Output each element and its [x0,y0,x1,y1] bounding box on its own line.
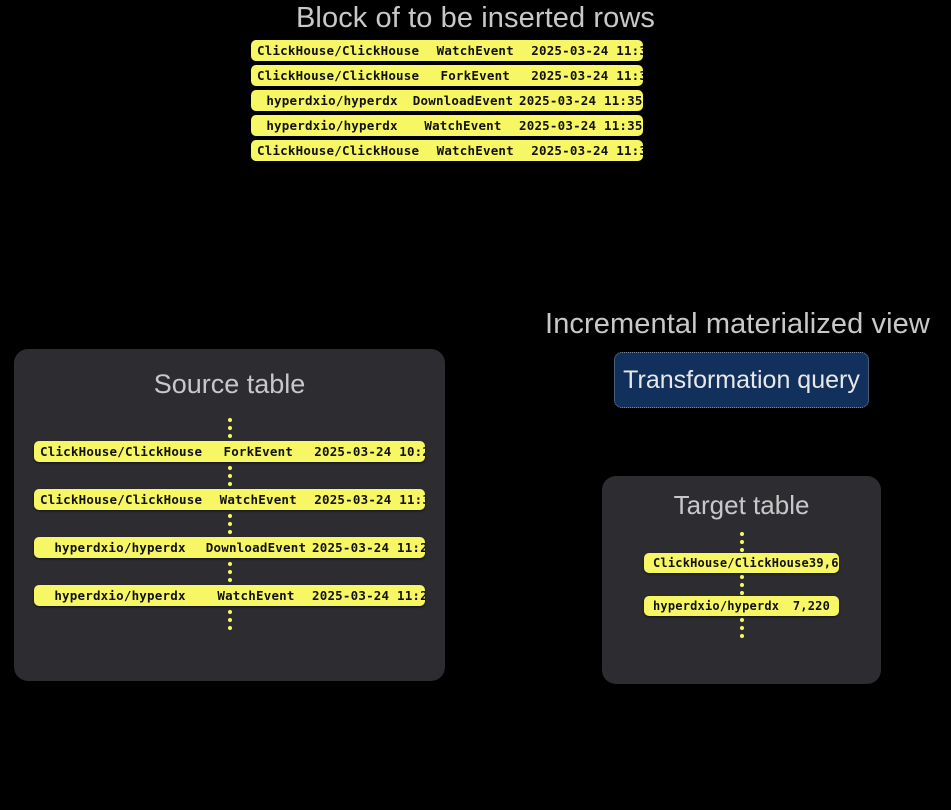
row-repository: ClickHouse/ClickHouse [257,43,420,58]
materialized-view-title: Incremental materialized view [545,308,930,340]
source-table-rows: ClickHouse/ClickHouse ForkEvent 2025-03-… [34,414,425,633]
table-row: ClickHouse/ClickHouse WatchEvent 2025-03… [251,140,643,161]
row-event-type: WatchEvent [436,43,514,58]
row-repository: hyperdxio/hyperdx [54,540,186,555]
row-repository: ClickHouse/ClickHouse [40,444,203,459]
row-timestamp: 2025-03-24 11:20:12 [312,540,425,555]
insert-block-rows: ClickHouse/ClickHouse WatchEvent 2025-03… [251,40,643,161]
table-row: hyperdxio/hyperdx DownloadEvent 2025-03-… [34,537,425,558]
vertical-ellipsis-icon [739,616,744,639]
target-table-title: Target table [673,490,810,520]
row-count: 39,640 [808,556,839,570]
row-event-type: WatchEvent [424,118,502,133]
row-event-type: WatchEvent [219,492,297,507]
vertical-ellipsis-icon [227,606,232,633]
table-row: hyperdxio/hyperdx WatchEvent 2025-03-24 … [34,585,425,606]
source-table-title: Source table [153,369,306,399]
row-event-type: WatchEvent [436,143,514,158]
table-row: ClickHouse/ClickHouse ForkEvent 2025-03-… [34,441,425,462]
row-timestamp: 2025-03-24 11:35:52 [519,118,643,133]
row-timestamp: 2025-03-24 11:32:54 [314,492,425,507]
row-repository: ClickHouse/ClickHouse [257,68,420,83]
row-repository: hyperdxio/hyperdx [653,599,780,613]
vertical-ellipsis-icon [227,462,232,489]
vertical-ellipsis-icon [739,573,744,596]
row-repository: hyperdxio/hyperdx [266,93,398,108]
table-row: ClickHouse/ClickHouse 39,640 [644,553,839,573]
row-timestamp: 2025-03-24 11:35:40 [531,43,643,58]
row-count: 7,220 [792,599,830,613]
row-event-type: WatchEvent [217,588,295,603]
table-row: ClickHouse/ClickHouse WatchEvent 2025-03… [34,489,425,510]
row-event-type: ForkEvent [223,444,294,459]
row-timestamp: 2025-03-24 11:28:32 [312,588,425,603]
block-title: Block of to be inserted rows [295,2,656,34]
transformation-query-box[interactable]: Transformation query [614,352,869,408]
vertical-ellipsis-icon [227,510,232,537]
target-table-rows: ClickHouse/ClickHouse 39,640 hyperdxio/h… [644,530,839,639]
row-event-type: ForkEvent [440,68,511,83]
target-table-panel: Target table ClickHouse/ClickHouse 39,64… [602,476,881,684]
table-row: ClickHouse/ClickHouse ForkEvent 2025-03-… [251,65,643,86]
vertical-ellipsis-icon [227,414,232,441]
row-repository: hyperdxio/hyperdx [266,118,398,133]
transformation-query-label: Transformation query [623,365,860,394]
table-row: hyperdxio/hyperdx 7,220 [644,596,839,616]
source-table-panel: Source table ClickHouse/ClickHouse ForkE… [14,349,445,681]
table-row: hyperdxio/hyperdx DownloadEvent 2025-03-… [251,90,643,111]
row-timestamp: 2025-03-24 11:35:48 [519,93,643,108]
row-event-type: DownloadEvent [205,540,307,555]
vertical-ellipsis-icon [739,530,744,553]
row-repository: hyperdxio/hyperdx [54,588,186,603]
row-timestamp: 2025-03-24 10:25:00 [314,444,425,459]
row-repository: ClickHouse/ClickHouse [257,143,420,158]
vertical-ellipsis-icon [227,558,232,585]
table-row: hyperdxio/hyperdx WatchEvent 2025-03-24 … [251,115,643,136]
row-timestamp: 2025-03-24 11:35:44 [531,68,643,83]
row-repository: ClickHouse/ClickHouse [653,556,809,570]
row-repository: ClickHouse/ClickHouse [40,492,203,507]
table-row: ClickHouse/ClickHouse WatchEvent 2025-03… [251,40,643,61]
row-timestamp: 2025-03-24 11:35:54 [531,143,643,158]
row-event-type: DownloadEvent [412,93,514,108]
